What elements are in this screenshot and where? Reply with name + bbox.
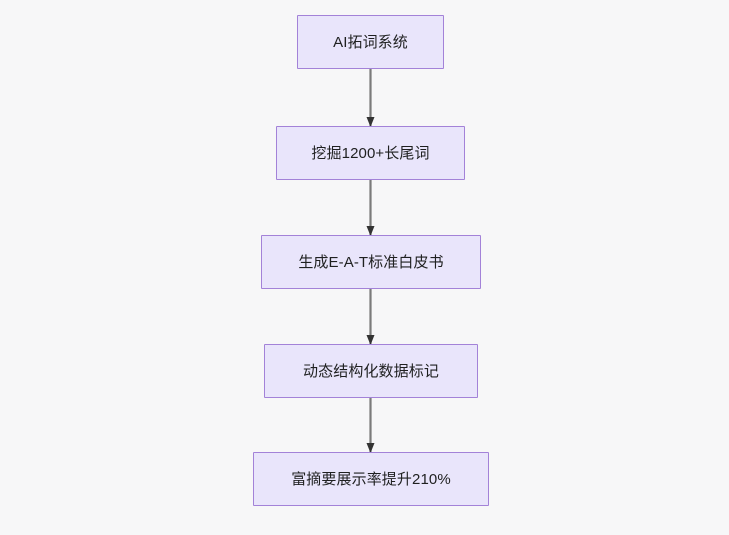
node-label: 动态结构化数据标记 [303, 362, 439, 380]
flowchart-node-mine-longtail-keywords[interactable]: 挖掘1200+长尾词 [276, 126, 465, 180]
node-label: AI拓词系统 [333, 33, 408, 51]
node-label: 富摘要展示率提升210% [291, 470, 451, 488]
flowchart-node-dynamic-structured-data-markup[interactable]: 动态结构化数据标记 [264, 344, 478, 398]
node-label: 挖掘1200+长尾词 [311, 144, 430, 162]
flowchart-node-ai-keyword-system[interactable]: AI拓词系统 [297, 15, 444, 69]
node-label: 生成E-A-T标准白皮书 [298, 253, 444, 271]
flowchart-node-rich-snippet-rate-increase[interactable]: 富摘要展示率提升210% [253, 452, 489, 506]
flowchart-node-generate-eat-whitepaper[interactable]: 生成E-A-T标准白皮书 [261, 235, 481, 289]
